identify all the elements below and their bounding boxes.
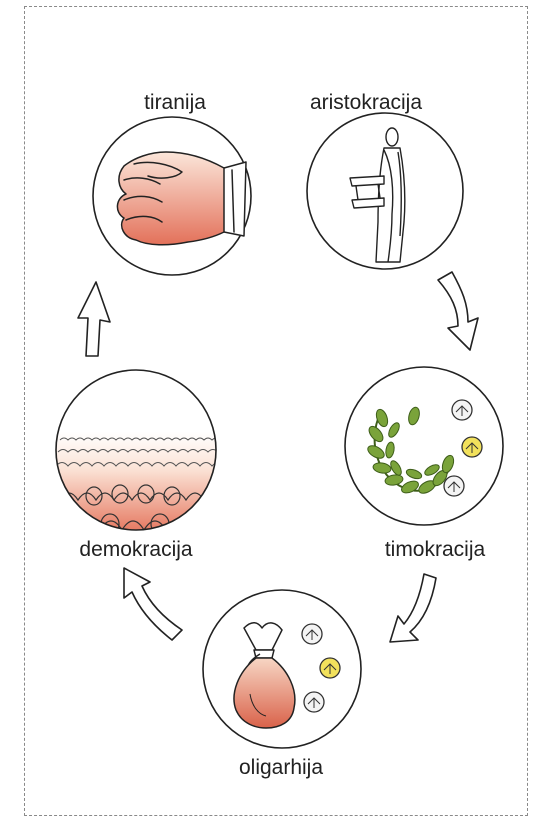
crowd-icon: [50, 368, 236, 538]
stage-aristokracija: aristokracija: [307, 91, 463, 269]
label-demokracija: demokracija: [79, 538, 193, 561]
arrow-oligarhija-to-demokracija: [124, 568, 182, 640]
arrow-demokracija-to-tiranija: [78, 282, 110, 356]
arrow-timokracija-to-oligarhija: [390, 574, 436, 642]
stage-demokracija: demokracija: [50, 368, 236, 561]
label-timokracija: timokracija: [385, 538, 486, 561]
stage-timokracija: timokracija: [345, 367, 503, 561]
stage-oligarhija: oligarhija: [203, 590, 361, 779]
stage-tiranija: tiranija: [93, 91, 251, 275]
label-tiranija: tiranija: [144, 91, 206, 114]
arrow-aristokracija-to-timokracija: [438, 272, 478, 350]
label-oligarhija: oligarhija: [239, 756, 323, 779]
label-aristokracija: aristokracija: [310, 91, 422, 114]
